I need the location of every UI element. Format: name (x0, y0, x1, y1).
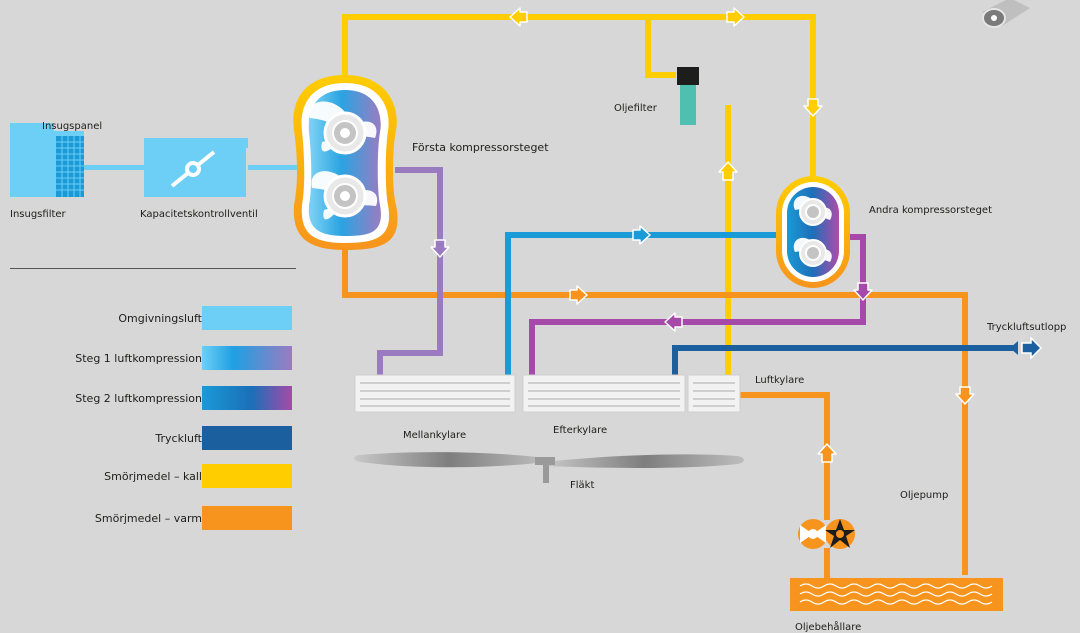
oil-filter (677, 67, 699, 125)
stage1-pipes (377, 167, 443, 378)
intake-panel (10, 123, 84, 197)
outlet-direction-icon (1021, 336, 1043, 360)
oil-tank (790, 578, 1003, 611)
first-stage-label: Första kompressorsteget (412, 141, 549, 154)
cooler-block (354, 374, 741, 413)
legend-label: Steg 1 luftkompression (75, 352, 202, 365)
oil-pump-label: Oljepump (900, 490, 948, 501)
fan-label: Fläkt (570, 480, 594, 491)
aftercooler-label: Efterkylare (553, 425, 607, 436)
ambient-pipe-1 (84, 165, 144, 170)
oil-tank-label: Oljebehållare (795, 620, 861, 633)
legend-swatch-stage1 (202, 346, 292, 370)
capacity-control-valve (144, 138, 248, 197)
legend-swatch-oil-warm (202, 506, 292, 530)
cold-oil-pipes (342, 14, 816, 380)
oil-filter-label: Oljefilter (614, 103, 658, 114)
legend-item-oil-cold: Smörjmedel – kall (10, 464, 300, 489)
pump-pipe-down (824, 548, 830, 578)
legend-swatch-oil-cold (202, 464, 292, 488)
arrow-down-icon (955, 386, 975, 405)
arrow-right-icon (569, 285, 588, 305)
arrow-down-icon (853, 282, 873, 301)
legend-item-oil-warm: Smörjmedel – varm (10, 506, 300, 531)
legend-item-compressed: Tryckluft (10, 426, 300, 451)
legend-item-stage1: Steg 1 luftkompression (10, 346, 300, 371)
second-compressor-stage (776, 176, 850, 288)
arrow-right-icon (726, 7, 745, 27)
fan (354, 452, 744, 483)
second-stage-label: Andra kompressorsteget (869, 205, 992, 216)
legend-divider (10, 268, 296, 269)
intercooler-label: Mellankylare (403, 430, 466, 441)
intake-panel-label: Insugspanel (42, 121, 102, 132)
legend-label: Tryckluft (155, 432, 202, 445)
corner-nozzle-icon (982, 0, 1030, 28)
legend-item-ambient: Omgivningsluft (10, 306, 300, 331)
cooled-air-pipes (505, 232, 785, 378)
ambient-pipe-2 (248, 165, 298, 170)
arrow-up-icon (817, 443, 837, 463)
legend-swatch-compressed (202, 426, 292, 450)
arrow-down-icon (803, 98, 823, 117)
arrow-right-icon (632, 225, 651, 245)
arrow-left-icon (664, 312, 683, 332)
outlet-label: Tryckluftsutlopp (986, 322, 1066, 333)
aircooler-label: Luftkylare (755, 375, 804, 386)
legend-label: Omgivningsluft (118, 312, 202, 325)
legend-item-stage2: Steg 2 luftkompression (10, 386, 300, 411)
first-compressor-stage (293, 75, 398, 250)
compressed-air-pipes (672, 345, 1018, 378)
legend-label: Smörjmedel – varm (94, 512, 202, 525)
legend-swatch-stage2 (202, 386, 292, 410)
legend-label: Steg 2 luftkompression (75, 392, 202, 405)
capacity-valve-label: Kapacitetskontrollventil (140, 209, 258, 220)
flow-arrows (430, 7, 975, 463)
arrow-left-icon (509, 7, 528, 27)
legend-label: Smörjmedel – kall (104, 470, 202, 483)
legend-swatch-ambient (202, 306, 292, 330)
stage2-pipes (529, 234, 866, 378)
oil-pump (798, 519, 855, 549)
arrow-up-icon (718, 161, 738, 181)
intake-filter-label: Insugsfilter (10, 209, 67, 220)
outlet-arrow-icon (1010, 341, 1018, 355)
arrow-down-icon (430, 239, 450, 258)
